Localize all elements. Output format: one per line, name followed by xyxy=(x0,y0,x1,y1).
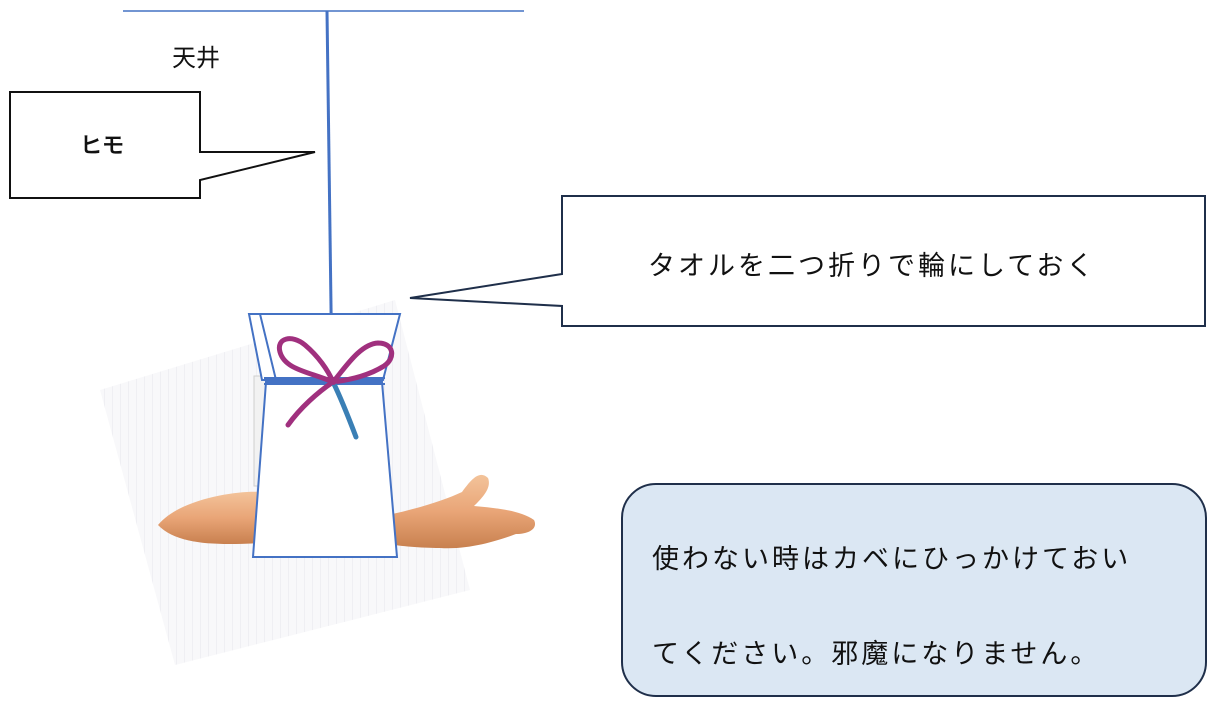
towel-upper xyxy=(258,313,402,381)
hand-illustration xyxy=(388,474,536,549)
towel-callout-box xyxy=(409,195,1206,327)
string-callout-box xyxy=(9,91,316,199)
ceiling-label: 天井 xyxy=(172,44,220,72)
towel-lower xyxy=(251,381,399,558)
note-box xyxy=(621,483,1207,697)
string-label: ヒモ xyxy=(80,134,125,159)
note-line-2: てください。邪魔になりません。 xyxy=(652,639,1101,670)
towel-label: タオルを二つ折りで輪にしておく xyxy=(648,251,1097,282)
ribbon-bow xyxy=(276,336,395,440)
arm-illustration xyxy=(158,491,262,544)
note-line-1: 使わない時はカベにひっかけておい xyxy=(652,544,1132,575)
